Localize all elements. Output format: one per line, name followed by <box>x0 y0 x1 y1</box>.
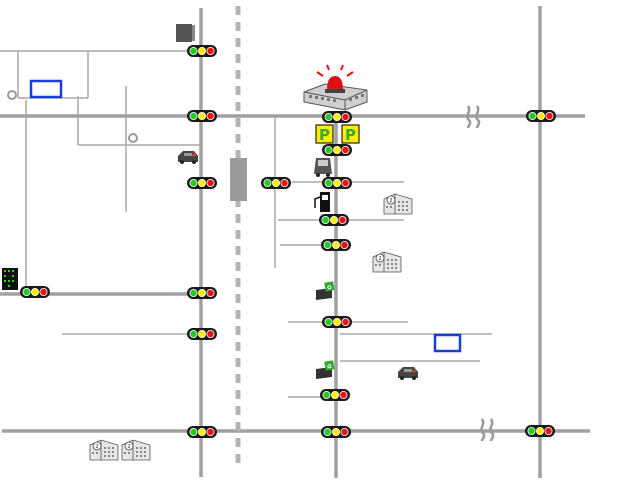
bus-icon[interactable] <box>314 158 332 177</box>
traffic-signal-icon[interactable] <box>321 110 353 124</box>
rail-platform <box>230 158 247 201</box>
zone-outline[interactable] <box>433 333 462 353</box>
car-icon[interactable] <box>398 367 418 380</box>
traffic-signal-icon[interactable] <box>524 424 556 438</box>
traffic-signal-icon[interactable] <box>318 213 350 227</box>
traffic-signal-icon[interactable] <box>320 238 352 252</box>
office-building-icon[interactable] <box>121 439 151 461</box>
traffic-signal-icon[interactable] <box>186 176 218 190</box>
traffic-signal-icon[interactable] <box>525 109 557 123</box>
traffic-signal-icon[interactable] <box>321 176 353 190</box>
office-building-icon[interactable] <box>89 439 119 461</box>
traffic-signal-icon[interactable] <box>186 286 218 300</box>
traffic-signal-icon[interactable] <box>186 44 218 58</box>
office-building-icon[interactable] <box>383 193 413 215</box>
car-icon[interactable] <box>178 151 198 164</box>
tall-building-icon[interactable] <box>2 268 18 290</box>
svg-text:P: P <box>319 126 330 144</box>
zone-outline[interactable] <box>29 79 63 99</box>
recycle-bin-icon[interactable] <box>316 360 335 379</box>
kiosk-icon[interactable] <box>176 24 195 42</box>
traffic-signal-icon[interactable] <box>19 285 51 299</box>
node-marker-icon[interactable] <box>7 90 17 100</box>
node-marker-icon[interactable] <box>128 133 138 143</box>
traffic-signal-icon[interactable] <box>320 425 352 439</box>
traffic-signal-icon[interactable] <box>186 327 218 341</box>
traffic-signal-icon[interactable] <box>321 315 353 329</box>
office-building-icon[interactable] <box>372 251 402 273</box>
recycle-bin-icon[interactable] <box>316 281 335 300</box>
traffic-signal-icon[interactable] <box>319 388 351 402</box>
alarm-station-icon[interactable] <box>303 64 368 111</box>
traffic-signal-icon[interactable] <box>321 143 353 157</box>
svg-text:P: P <box>345 126 356 144</box>
traffic-signals <box>19 44 557 439</box>
parking-icon[interactable]: P <box>341 124 360 144</box>
traffic-signal-icon[interactable] <box>260 176 292 190</box>
traffic-signal-icon[interactable] <box>186 425 218 439</box>
side-roads <box>0 50 492 398</box>
fuel-pump-icon[interactable] <box>314 192 330 212</box>
traffic-signal-icon[interactable] <box>186 109 218 123</box>
parking-icon[interactable]: P <box>315 124 334 144</box>
